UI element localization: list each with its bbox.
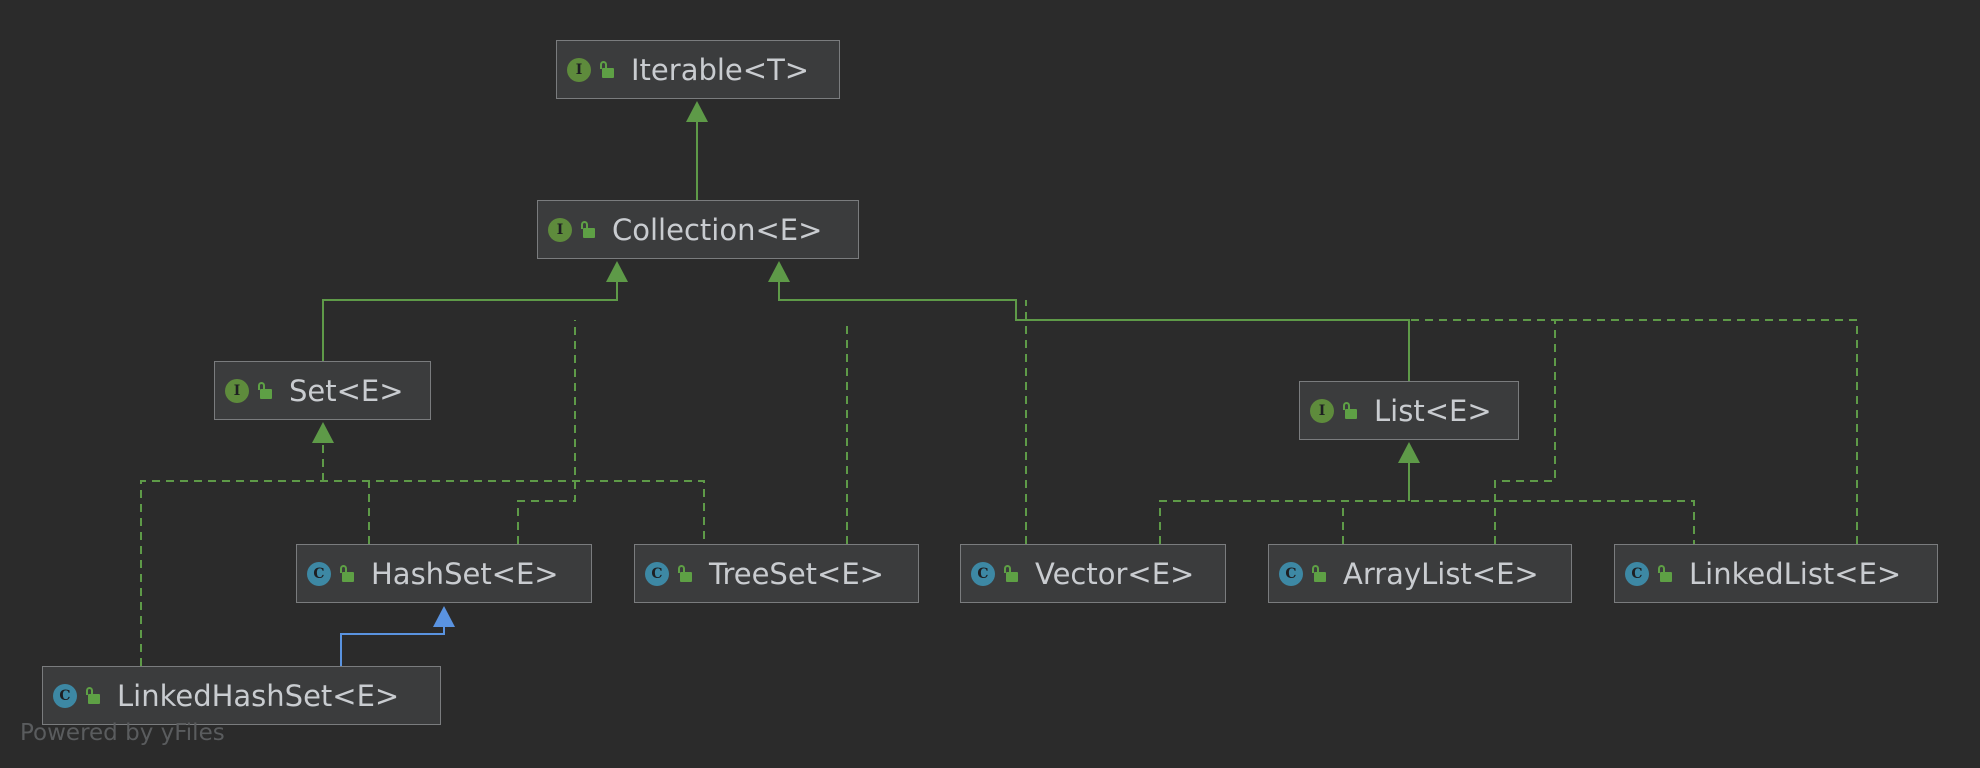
node-hashset[interactable]: C HashSet<E> [296, 544, 592, 603]
interface-icon: I [548, 217, 572, 242]
node-label: Set<E> [289, 373, 404, 408]
class-icon: C [307, 561, 331, 586]
edge-linkedlist-to-collection [1555, 319, 1858, 544]
arrowhead-iterable [686, 101, 708, 122]
node-collection[interactable]: I Collection<E> [537, 200, 859, 259]
arrowhead-hashset [433, 606, 455, 627]
edge-set-implementors [140, 440, 705, 666]
node-linkedhashset[interactable]: C LinkedHashSet<E> [42, 666, 441, 725]
node-label: LinkedHashSet<E> [117, 678, 400, 713]
lock-open-icon [677, 564, 693, 583]
node-label: Iterable<T> [631, 52, 810, 87]
arrowhead-collection-left [606, 261, 628, 282]
interface-icon: I [1310, 398, 1334, 423]
edge-list-implementors [1159, 500, 1695, 544]
interface-icon: I [225, 378, 249, 403]
node-list[interactable]: I List<E> [1299, 381, 1519, 440]
node-label: HashSet<E> [371, 556, 559, 591]
node-set[interactable]: I Set<E> [214, 361, 431, 420]
node-vector[interactable]: C Vector<E> [960, 544, 1226, 603]
edge-list-to-collection [768, 261, 1410, 381]
edge-set-to-collection [322, 261, 628, 361]
lock-open-icon [1657, 564, 1673, 583]
edge-linkedhashset-to-hashset [340, 606, 455, 666]
lock-open-icon [1342, 401, 1358, 420]
lock-open-icon [599, 60, 615, 79]
node-arraylist[interactable]: C ArrayList<E> [1268, 544, 1572, 603]
node-label: Collection<E> [612, 212, 823, 247]
lock-open-icon [580, 220, 596, 239]
arrowhead-collection-right [768, 261, 790, 282]
class-icon: C [53, 683, 77, 708]
node-label: ArrayList<E> [1343, 556, 1539, 591]
arrowhead-list [1398, 442, 1420, 463]
class-icon: C [1625, 561, 1649, 586]
class-icon: C [971, 561, 995, 586]
node-label: List<E> [1374, 393, 1492, 428]
lock-open-icon [85, 686, 101, 705]
arrowhead-set [312, 422, 334, 443]
lock-open-icon [257, 381, 273, 400]
lock-open-icon [1003, 564, 1019, 583]
powered-by-footer: Powered by yFiles [20, 720, 225, 746]
edge-collection-to-iterable [686, 101, 708, 200]
node-treeset[interactable]: C TreeSet<E> [634, 544, 919, 603]
lock-open-icon [339, 564, 355, 583]
node-iterable[interactable]: I Iterable<T> [556, 40, 840, 99]
node-label: LinkedList<E> [1689, 556, 1902, 591]
interface-icon: I [567, 57, 591, 82]
node-linkedlist[interactable]: C LinkedList<E> [1614, 544, 1938, 603]
class-icon: C [645, 561, 669, 586]
node-label: TreeSet<E> [709, 556, 884, 591]
node-label: Vector<E> [1035, 556, 1195, 591]
edge-hashset-to-collection [517, 320, 576, 544]
class-icon: C [1279, 561, 1303, 586]
lock-open-icon [1311, 564, 1327, 583]
